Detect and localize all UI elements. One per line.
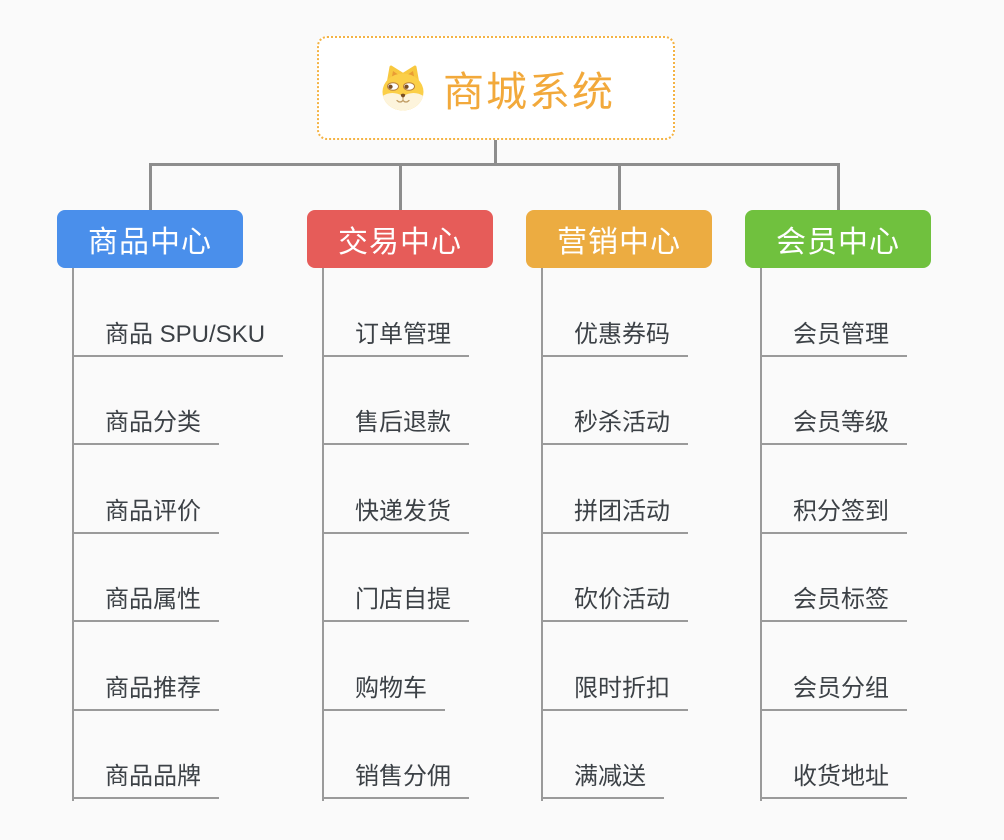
root-stub-line — [493, 140, 497, 163]
leaf-row: 会员分组 — [760, 622, 907, 711]
leaf-node[interactable]: 优惠券码 — [541, 314, 688, 357]
leaf-node[interactable]: 销售分佣 — [322, 756, 469, 799]
leaf-row: 商品 SPU/SKU — [72, 268, 284, 357]
leaf-list-product-center: 商品 SPU/SKU 商品分类商品评价商品属性商品推荐商品品牌 — [72, 268, 284, 799]
root-title: 商城系统 — [443, 69, 615, 115]
branch-header-product-center[interactable]: 商品中心 — [57, 210, 243, 268]
leaf-row: 商品推荐 — [72, 622, 283, 711]
drop-line-marketing-center — [617, 166, 621, 210]
leaf-row: 满减送 — [541, 711, 688, 799]
leaf-row: 商品分类 — [72, 357, 283, 445]
branch-header-trade-center[interactable]: 交易中心 — [307, 210, 493, 268]
trunk-line-marketing-center — [541, 268, 543, 801]
leaf-node[interactable]: 订单管理 — [322, 314, 469, 357]
leaf-row: 商品评价 — [72, 445, 283, 534]
root-node[interactable]: 商城系统 — [317, 36, 675, 140]
dog-face-icon — [382, 65, 424, 111]
leaf-row: 商品品牌 — [72, 711, 283, 799]
leaf-row: 售后退款 — [322, 357, 469, 445]
leaf-row: 积分签到 — [760, 445, 907, 534]
leaf-list-member-center: 会员管理会员等级积分签到会员标签会员分组收货地址 — [760, 268, 907, 799]
leaf-row: 销售分佣 — [322, 711, 469, 799]
leaf-row: 订单管理 — [322, 268, 469, 357]
horizontal-connector-line — [148, 163, 840, 166]
leaf-node[interactable]: 会员等级 — [760, 402, 907, 445]
leaf-node[interactable]: 积分签到 — [760, 491, 907, 534]
leaf-node[interactable]: 会员标签 — [760, 579, 907, 622]
leaf-node[interactable]: 限时折扣 — [541, 668, 688, 711]
leaf-node[interactable]: 满减送 — [541, 756, 664, 799]
leaf-row: 会员等级 — [760, 357, 907, 445]
leaf-node[interactable]: 商品分类 — [72, 402, 219, 445]
leaf-node[interactable]: 拼团活动 — [541, 491, 688, 534]
trunk-line-product-center — [72, 268, 74, 801]
leaf-row: 会员管理 — [760, 268, 907, 357]
branch-marketing-center: 营销中心优惠券码秒杀活动拼团活动砍价活动限时折扣满减送 — [526, 210, 776, 810]
trunk-line-trade-center — [322, 268, 324, 801]
leaf-row: 会员标签 — [760, 534, 907, 622]
leaf-row: 收货地址 — [760, 711, 907, 799]
leaf-node[interactable]: 商品属性 — [72, 579, 219, 622]
leaf-row: 砍价活动 — [541, 534, 688, 622]
drop-line-product-center — [148, 166, 152, 210]
leaf-row: 快递发货 — [322, 445, 469, 534]
leaf-row: 商品属性 — [72, 534, 283, 622]
leaf-node[interactable]: 砍价活动 — [541, 579, 688, 622]
leaf-node[interactable]: 商品品牌 — [72, 756, 219, 799]
branch-header-member-center[interactable]: 会员中心 — [745, 210, 931, 268]
leaf-node[interactable]: 商品 SPU/SKU — [72, 314, 284, 357]
leaf-node[interactable]: 购物车 — [322, 668, 445, 711]
leaf-row: 优惠券码 — [541, 268, 688, 357]
leaf-row: 秒杀活动 — [541, 357, 688, 445]
branch-product-center: 商品中心商品 SPU/SKU 商品分类商品评价商品属性商品推荐商品品牌 — [57, 210, 307, 810]
branch-trade-center: 交易中心订单管理售后退款快递发货门店自提购物车销售分佣 — [307, 210, 557, 810]
leaf-row: 购物车 — [322, 622, 469, 711]
leaf-node[interactable]: 秒杀活动 — [541, 402, 688, 445]
leaf-node[interactable]: 会员分组 — [760, 668, 907, 711]
leaf-node[interactable]: 会员管理 — [760, 314, 907, 357]
leaf-row: 限时折扣 — [541, 622, 688, 711]
leaf-node[interactable]: 商品评价 — [72, 491, 219, 534]
leaf-row: 门店自提 — [322, 534, 469, 622]
leaf-node[interactable]: 商品推荐 — [72, 668, 219, 711]
leaf-node[interactable]: 门店自提 — [322, 579, 469, 622]
leaf-row: 拼团活动 — [541, 445, 688, 534]
leaf-list-marketing-center: 优惠券码秒杀活动拼团活动砍价活动限时折扣满减送 — [541, 268, 688, 799]
leaf-node[interactable]: 快递发货 — [322, 491, 469, 534]
drop-line-member-center — [836, 166, 840, 210]
branch-header-marketing-center[interactable]: 营销中心 — [526, 210, 712, 268]
leaf-node[interactable]: 收货地址 — [760, 756, 907, 799]
trunk-line-member-center — [760, 268, 762, 801]
branch-member-center: 会员中心会员管理会员等级积分签到会员标签会员分组收货地址 — [745, 210, 995, 810]
leaf-list-trade-center: 订单管理售后退款快递发货门店自提购物车销售分佣 — [322, 268, 469, 799]
leaf-node[interactable]: 售后退款 — [322, 402, 469, 445]
drop-line-trade-center — [398, 166, 402, 210]
